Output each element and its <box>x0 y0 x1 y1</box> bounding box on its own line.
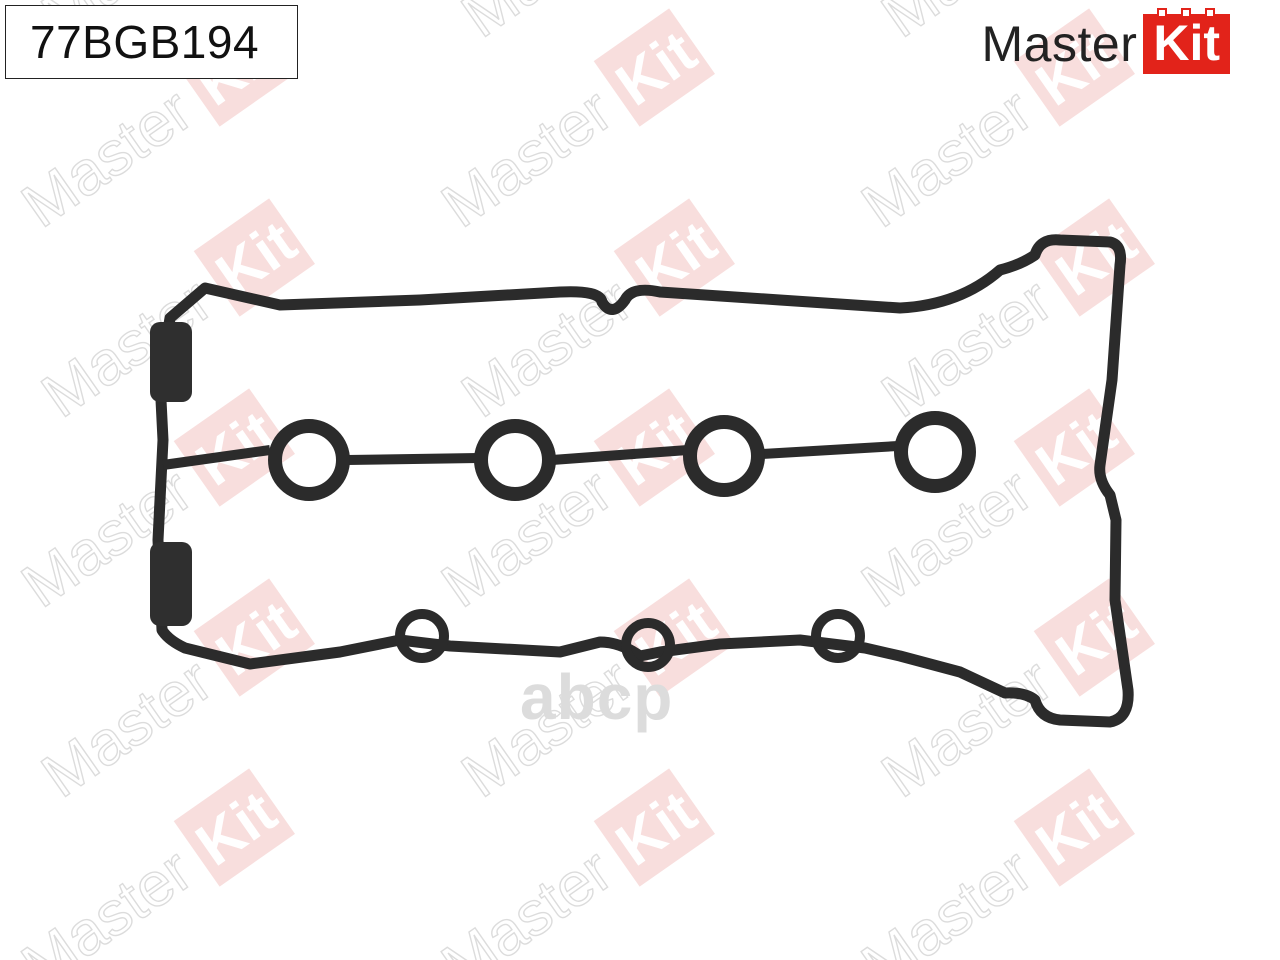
brand-master-text: Master <box>981 16 1138 72</box>
brand-kit-badge: Kit <box>1143 8 1230 74</box>
brand-kit-dot <box>1205 8 1216 18</box>
gasket-crossbar <box>162 441 899 470</box>
gasket-plug-ring-2 <box>474 419 556 501</box>
brand-kit-text: Kit <box>1153 15 1220 71</box>
gasket-left-lug-top <box>150 322 192 402</box>
gasket-bolt-ring-1 <box>395 609 449 663</box>
gasket-plug-ring-1 <box>268 419 350 501</box>
brand-kit-dot <box>1181 8 1192 18</box>
part-number-label: 77BGB194 <box>5 5 298 79</box>
gasket-left-lug-bottom <box>150 542 192 626</box>
gasket-plug-ring-4 <box>894 411 976 493</box>
brand-kit-dot <box>1157 8 1168 18</box>
gasket-outer-loop <box>152 234 1134 728</box>
gasket-bolt-ring-2 <box>621 618 675 672</box>
store-watermark: abcp <box>520 661 674 733</box>
gasket-plug-ring-3 <box>683 415 765 497</box>
gasket-bolt-ring-3 <box>811 609 865 663</box>
brand-logo: Master Kit <box>982 8 1230 80</box>
